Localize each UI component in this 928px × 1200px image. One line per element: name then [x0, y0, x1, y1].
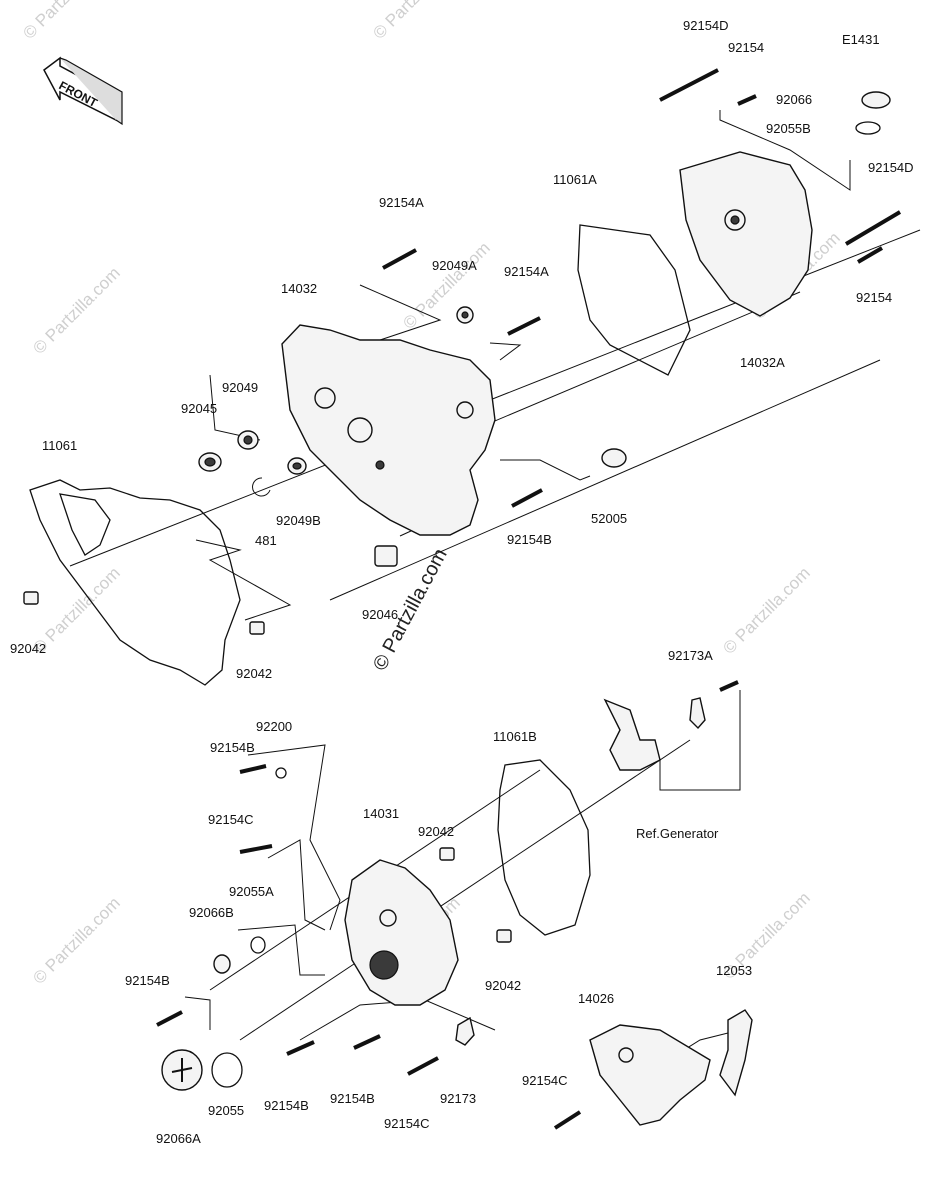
part-label[interactable]: 92154B	[210, 740, 255, 755]
part-label[interactable]: 92066B	[189, 905, 234, 920]
front-arrow-icon: FRONT	[43, 56, 123, 126]
part-label[interactable]: 92173	[440, 1091, 476, 1106]
part-label[interactable]: 92154	[728, 40, 764, 55]
part-label[interactable]: 92154B	[330, 1091, 375, 1106]
o-ring-92055b[interactable]	[855, 121, 881, 135]
circlip-481[interactable]	[252, 477, 271, 497]
part-label[interactable]: 92154D	[683, 18, 729, 33]
part-label[interactable]: 14032	[281, 281, 317, 296]
bearing-92045-inner	[204, 457, 216, 467]
clutch-cover-14032[interactable]	[281, 324, 496, 536]
oil-seal-92049b-inner	[292, 462, 302, 470]
dowel-pin[interactable]	[23, 591, 39, 605]
cover-window	[369, 950, 399, 980]
cover-boss	[347, 417, 373, 443]
clutch-outer-cover-14032a[interactable]	[679, 151, 813, 317]
part-label[interactable]: 14031	[363, 806, 399, 821]
cover-hub-center	[730, 215, 740, 225]
part-label[interactable]: 92042	[485, 978, 521, 993]
gasket-11061-inner	[59, 493, 111, 556]
generator-cover-14031[interactable]	[344, 859, 459, 1006]
o-ring-92055a[interactable]	[250, 936, 266, 954]
gasket-11061b[interactable]	[497, 759, 591, 936]
diagram-code: E1431	[842, 32, 880, 47]
part-label[interactable]: 92049A	[432, 258, 477, 273]
part-label[interactable]: 92042	[418, 824, 454, 839]
oil-seal-92049a-inner	[461, 311, 469, 319]
oil-seal-92049-inner	[243, 435, 253, 445]
clamp-92173[interactable]	[455, 1016, 475, 1046]
part-label[interactable]: 481	[255, 533, 277, 548]
washer-92200[interactable]	[275, 767, 287, 779]
ref-generator-label: Ref.Generator	[636, 826, 719, 841]
sprocket-cover-14026[interactable]	[589, 1024, 711, 1126]
part-labels: 92154D 92154 92066 92055B 92154D 92154 1…	[10, 18, 914, 1146]
clamp-92173a[interactable]	[689, 697, 706, 730]
part-label[interactable]: 92042	[236, 666, 272, 681]
dowel-pin[interactable]	[249, 621, 265, 635]
oil-seal-52005[interactable]	[601, 448, 627, 468]
dowel-pin[interactable]	[439, 847, 455, 861]
part-label[interactable]: 11061A	[553, 172, 597, 187]
part-label[interactable]: 92049B	[276, 513, 321, 528]
cover-hole	[618, 1047, 634, 1063]
part-label[interactable]: 92045	[181, 401, 217, 416]
cover-hole	[375, 460, 385, 470]
part-label[interactable]: 92154	[856, 290, 892, 305]
part-label[interactable]: 92055B	[766, 121, 811, 136]
part-label[interactable]: 92154A	[504, 264, 549, 279]
bolt-group-bottom	[156, 680, 739, 1130]
part-label[interactable]: 92154B	[264, 1098, 309, 1113]
part-label[interactable]: 92154C	[384, 1116, 430, 1131]
part-label[interactable]: 11061	[42, 438, 77, 453]
part-label[interactable]: 92154B	[125, 973, 170, 988]
watermark: © Partzilla.com	[719, 563, 813, 657]
cover-boss	[456, 401, 474, 419]
watermark: © Partzilla.com	[29, 263, 123, 357]
cover-boss	[314, 387, 336, 409]
part-label[interactable]: 92173A	[668, 648, 713, 663]
plug-92066b[interactable]	[213, 954, 231, 974]
part-label[interactable]: 92042	[10, 641, 46, 656]
gasket-11061[interactable]	[29, 479, 241, 686]
part-label[interactable]: 92200	[256, 719, 292, 734]
part-label[interactable]: 92049	[222, 380, 258, 395]
part-label[interactable]: 92046	[362, 607, 398, 622]
collar-92046[interactable]	[374, 545, 398, 567]
watermark: © Partzilla.com	[369, 0, 463, 43]
part-label[interactable]: 92066A	[156, 1131, 201, 1146]
part-label[interactable]: 92066	[776, 92, 812, 107]
watermark: © Partzilla.com	[29, 893, 123, 987]
part-label[interactable]: 92154A	[379, 195, 424, 210]
cover-boss	[379, 909, 397, 927]
part-label[interactable]: 92154D	[868, 160, 914, 175]
part-label[interactable]: 92154B	[507, 532, 552, 547]
guard-12053[interactable]	[719, 1009, 753, 1097]
part-label[interactable]: 52005	[591, 511, 627, 526]
dowel-pin[interactable]	[496, 929, 512, 943]
part-label[interactable]: 92154C	[208, 812, 254, 827]
part-label[interactable]: 14032A	[740, 355, 785, 370]
o-ring-92055[interactable]	[211, 1052, 243, 1088]
plug-slot-icon	[171, 1058, 193, 1082]
bolt-group-top	[382, 68, 902, 508]
oil-filler-plug-92066[interactable]	[861, 91, 891, 109]
part-label[interactable]: 11061B	[493, 729, 537, 744]
part-label[interactable]: 14026	[578, 991, 614, 1006]
watermark: © Partzilla.com	[19, 0, 113, 43]
part-label[interactable]: 12053	[716, 963, 752, 978]
gasket-11061a[interactable]	[577, 224, 691, 376]
generator-lead	[603, 698, 661, 771]
part-label[interactable]: 92055A	[229, 884, 274, 899]
part-label[interactable]: 92055	[208, 1103, 244, 1118]
part-label[interactable]: 92154C	[522, 1073, 568, 1088]
